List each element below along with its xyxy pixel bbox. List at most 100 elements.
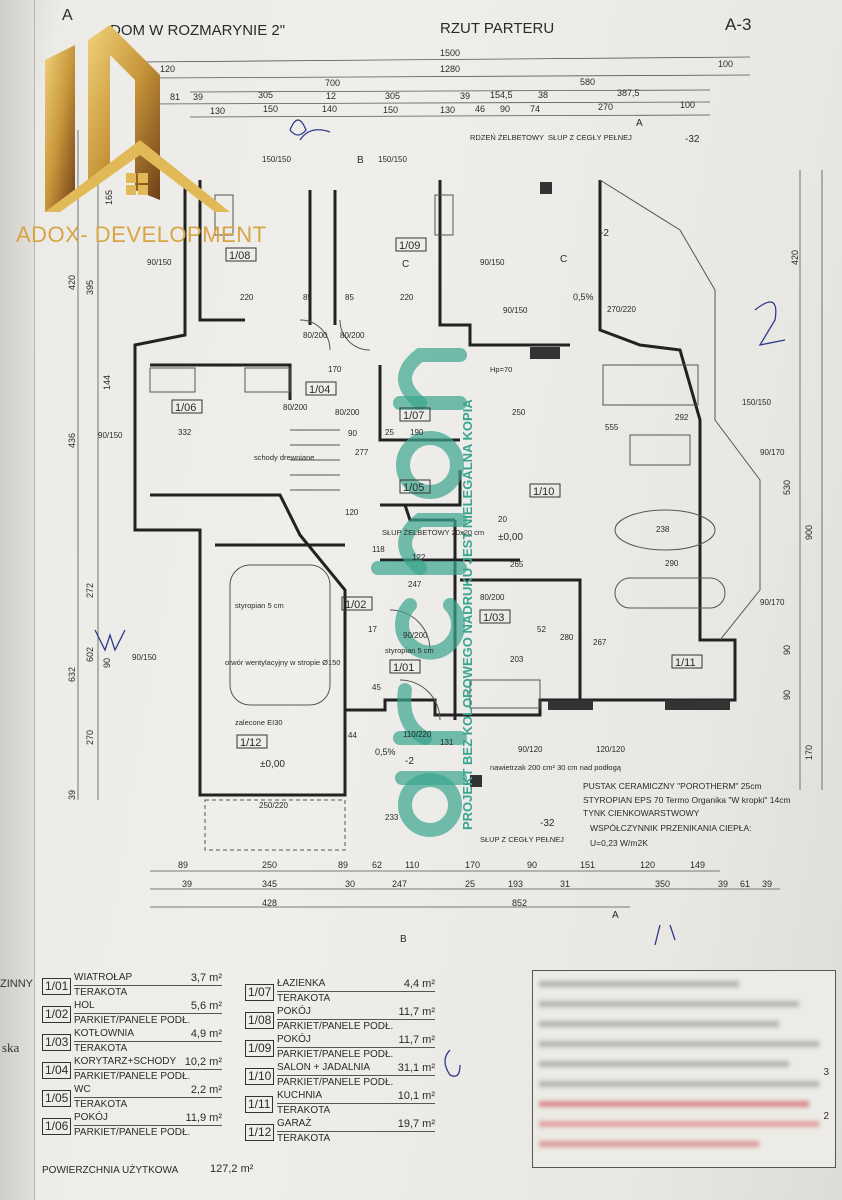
left-sheet-text: ZINNY — [0, 978, 33, 990]
svg-text:TYNK CIENKOWARSTWOWY: TYNK CIENKOWARSTWOWY — [583, 808, 700, 818]
room-label-1-12: 1/12 — [236, 734, 268, 749]
svg-text:270/220: 270/220 — [607, 305, 636, 314]
svg-text:270: 270 — [598, 102, 613, 112]
svg-text:nawietrzak 200 cm² 30 cm nad p: nawietrzak 200 cm² 30 cm nad podłogą — [490, 763, 622, 772]
svg-text:290: 290 — [665, 559, 679, 568]
svg-text:1280: 1280 — [440, 64, 460, 74]
room-label-1-07: 1/07 — [399, 407, 431, 422]
svg-text:SŁUP Z CEGŁY PEŁNEJ: SŁUP Z CEGŁY PEŁNEJ — [480, 835, 564, 844]
svg-text:852: 852 — [512, 898, 527, 908]
svg-text:80/200: 80/200 — [335, 408, 360, 417]
svg-text:305: 305 — [385, 91, 400, 101]
svg-text:A: A — [636, 118, 643, 129]
svg-text:436: 436 — [67, 433, 77, 448]
title-block-mark: 3 — [823, 1067, 829, 1078]
svg-text:100: 100 — [718, 59, 733, 69]
svg-text:25: 25 — [385, 428, 394, 437]
watermark-logo — [371, 348, 467, 837]
handwritten-marks — [94, 119, 786, 1077]
svg-text:U=0,23 W/m2K: U=0,23 W/m2K — [590, 838, 648, 848]
svg-text:110/220: 110/220 — [403, 730, 432, 739]
svg-text:±0,00: ±0,00 — [260, 759, 285, 770]
svg-text:170: 170 — [328, 365, 342, 374]
room-labels: 1/08 1/09 1/04 1/06 1/07 1/05 1/10 1/02 … — [171, 237, 703, 749]
svg-text:52: 52 — [537, 625, 546, 634]
svg-text:120: 120 — [345, 508, 359, 517]
svg-text:250: 250 — [262, 860, 277, 870]
svg-text:PUSTAK CERAMICZNY "POROTHERM": PUSTAK CERAMICZNY "POROTHERM" 25cm — [583, 781, 762, 791]
side-dimensions: 420 395 165 144 436 272 602 632 90 270 3… — [67, 190, 814, 800]
svg-text:238: 238 — [656, 525, 670, 534]
svg-text:-2: -2 — [600, 228, 609, 239]
total-area-label: POWIERZCHNIA UŻYTKOWA — [42, 1165, 179, 1176]
logo-icon — [45, 25, 230, 212]
svg-text:39: 39 — [193, 92, 203, 102]
svg-text:154,5: 154,5 — [490, 90, 513, 100]
svg-text:150: 150 — [383, 105, 398, 115]
svg-text:110: 110 — [405, 860, 419, 870]
room-id: 1/07 — [245, 984, 275, 1001]
svg-text:WSPÓŁCZYNNIK PRZENIKANIA CIEPŁ: WSPÓŁCZYNNIK PRZENIKANIA CIEPŁA: — [590, 823, 752, 833]
svg-text:350: 350 — [655, 879, 670, 889]
svg-text:-2: -2 — [405, 756, 414, 767]
svg-text:305: 305 — [258, 90, 273, 100]
svg-text:±0,00: ±0,00 — [498, 532, 523, 543]
svg-text:190: 190 — [410, 428, 424, 437]
svg-text:1/08: 1/08 — [229, 250, 250, 262]
svg-text:150/150: 150/150 — [742, 398, 771, 407]
svg-text:428: 428 — [262, 898, 277, 908]
svg-text:1/04: 1/04 — [309, 384, 330, 396]
svg-text:203: 203 — [510, 655, 524, 664]
svg-text:122: 122 — [412, 553, 426, 562]
svg-text:90/150: 90/150 — [503, 306, 528, 315]
sheet-title: RZUT PARTERU — [440, 20, 554, 37]
svg-text:120: 120 — [640, 860, 655, 870]
svg-text:1500: 1500 — [440, 48, 460, 58]
svg-text:89: 89 — [178, 860, 188, 870]
svg-text:280: 280 — [560, 633, 574, 642]
svg-text:90/170: 90/170 — [760, 448, 785, 457]
svg-text:277: 277 — [355, 448, 369, 457]
svg-text:12: 12 — [326, 91, 336, 101]
svg-text:90: 90 — [102, 658, 112, 668]
corner-letter: A — [62, 7, 73, 24]
svg-text:90: 90 — [348, 429, 357, 438]
svg-text:1/07: 1/07 — [403, 410, 424, 422]
svg-text:-32: -32 — [685, 134, 700, 145]
svg-text:580: 580 — [580, 77, 595, 87]
room-label-1-01: 1/01 — [389, 659, 421, 674]
svg-text:0,5%: 0,5% — [573, 292, 594, 302]
svg-text:39: 39 — [182, 879, 192, 889]
svg-text:SŁUP ŻELBETOWY 20x20 cm: SŁUP ŻELBETOWY 20x20 cm — [382, 528, 484, 537]
svg-text:131: 131 — [440, 738, 454, 747]
svg-text:247: 247 — [392, 879, 407, 889]
svg-text:-32: -32 — [540, 818, 555, 829]
svg-text:144: 144 — [102, 375, 112, 390]
room-id: 1/11 — [245, 1096, 274, 1113]
svg-text:1/09: 1/09 — [399, 240, 420, 252]
svg-text:1/11: 1/11 — [675, 657, 696, 669]
room-id: 1/10 — [245, 1068, 275, 1085]
svg-text:149: 149 — [690, 860, 705, 870]
svg-text:89: 89 — [338, 860, 348, 870]
svg-text:900: 900 — [804, 525, 814, 540]
inner-dimensions: 220 85 85 220 170 332 277 90 190 25 118 … — [178, 293, 689, 822]
logo-text: ADOX- DEVELOPMENT — [16, 222, 267, 247]
svg-text:80/200: 80/200 — [480, 593, 505, 602]
room-label-1-02: 1/02 — [341, 596, 373, 611]
svg-text:130: 130 — [210, 106, 225, 116]
room-id: 1/09 — [245, 1040, 275, 1057]
room-label-1-05: 1/05 — [399, 479, 431, 494]
svg-text:61: 61 — [740, 879, 750, 889]
svg-text:151: 151 — [580, 860, 595, 870]
svg-text:90/120: 90/120 — [518, 745, 543, 754]
plan-notes: schody drewniane SŁUP ŻELBETOWY 20x20 cm… — [225, 118, 700, 945]
svg-text:C: C — [402, 259, 409, 270]
